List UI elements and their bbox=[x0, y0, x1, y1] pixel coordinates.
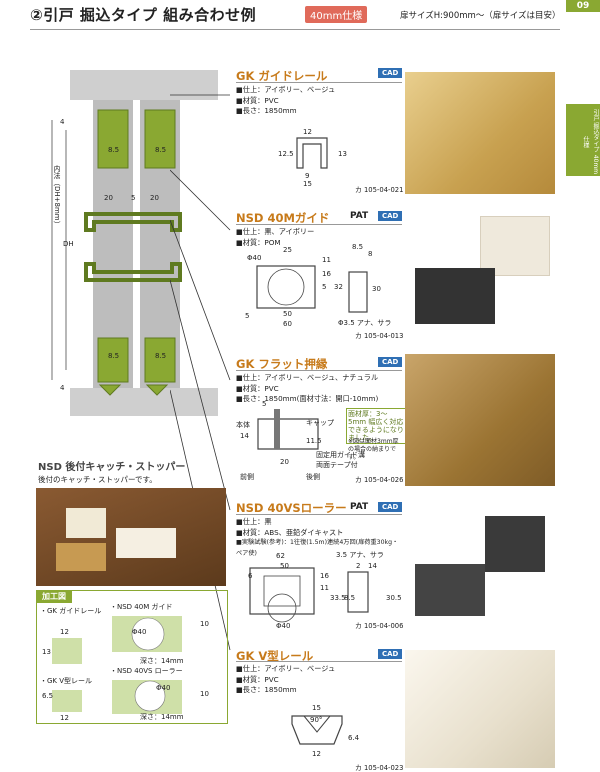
guide-top-right bbox=[144, 109, 176, 169]
pat-badge: PAT bbox=[350, 211, 369, 221]
product-title-gk-v-rail: GK V型レール bbox=[236, 649, 314, 663]
dim-4-top: 4 bbox=[60, 118, 65, 126]
leader-lines bbox=[170, 94, 231, 651]
catch-photo bbox=[36, 488, 226, 586]
dim-85-b: 8.5 bbox=[155, 146, 167, 154]
spec-list: ■仕上：アイボリー、ベージュ、ナチュラル■材質：PVC■長さ：1850mm(面材… bbox=[236, 373, 379, 403]
page-number: 09 bbox=[566, 0, 600, 12]
side-tab[interactable]: 引戸 掘込タイプ 40mm仕様 bbox=[566, 104, 600, 176]
guide-top-left bbox=[97, 109, 129, 169]
bottom-frame bbox=[70, 388, 218, 416]
part-number: カ 105-04-023 bbox=[355, 764, 404, 772]
dim-dh: DH bbox=[63, 240, 74, 248]
catch-title: NSD 後付キャッチ・ストッパー bbox=[38, 462, 186, 473]
dim-5: 5 bbox=[131, 194, 136, 202]
v-rail-left bbox=[98, 384, 122, 396]
cad-badge[interactable]: CAD bbox=[378, 649, 403, 659]
size-note: 扉サイズH:900mm～（扉サイズは目安） bbox=[400, 11, 561, 21]
drawing-note: ※図は面材3mm厚の場合の納まりです。 bbox=[348, 438, 399, 461]
product-photo-nsd-40vs-roller bbox=[405, 502, 555, 632]
spec-list: ■仕上：アイボリー、ベージュ■材質：PVC■長さ：1850mm bbox=[236, 664, 336, 694]
header-rule bbox=[30, 29, 560, 30]
gk-flat-bead-drawing bbox=[257, 409, 319, 450]
part-number: カ 105-04-013 bbox=[355, 332, 404, 340]
cad-badge[interactable]: CAD bbox=[378, 68, 403, 78]
nsd-40m-drawing bbox=[256, 265, 368, 313]
dim-4-bottom: 4 bbox=[60, 384, 65, 392]
gk-guide-drawing bbox=[296, 137, 328, 169]
part-number: カ 105-04-006 bbox=[355, 622, 404, 630]
dim-20-a: 20 bbox=[104, 194, 113, 202]
assembly-diagram bbox=[51, 70, 218, 416]
dim-20-b: 20 bbox=[150, 194, 159, 202]
product-photo-gk-guide-rail bbox=[405, 72, 555, 194]
processing-drawings-title: 加工図 bbox=[36, 590, 72, 603]
product-photo-gk-flat-bead bbox=[405, 354, 555, 486]
product-title-nsd-40vs-roller: NSD 40VSローラー bbox=[236, 501, 347, 515]
gk-v-rail-drawing bbox=[291, 715, 343, 745]
cad-badge[interactable]: CAD bbox=[378, 357, 403, 367]
spec-list: ■仕上：黒、アイボリー■材質：POM bbox=[236, 227, 315, 247]
product-title-gk-flat-bead: GK フラット押縁 bbox=[236, 357, 328, 371]
dim-85-d: 8.5 bbox=[155, 352, 167, 360]
part-number: カ 105-04-026 bbox=[355, 476, 404, 484]
product-photo-gk-v-rail bbox=[405, 650, 555, 768]
spec-list: ■仕上：黒■材質：ABS、亜鉛ダイキャスト■実験試験(参考)：1往復(1.5m)… bbox=[236, 517, 399, 557]
part-number: カ 105-04-021 bbox=[355, 186, 404, 194]
processing-drawings-box bbox=[36, 590, 228, 724]
product-photo-nsd-40m-guide bbox=[405, 208, 555, 338]
flat-bead-top bbox=[84, 212, 182, 232]
dim-85-c: 8.5 bbox=[108, 352, 120, 360]
v-rail-right bbox=[145, 384, 169, 396]
page-title: ②引戸 掘込タイプ 組み合わせ例 bbox=[30, 6, 257, 24]
roller-left bbox=[97, 337, 129, 383]
product-title-gk-guide-rail: GK ガイドレール bbox=[236, 69, 328, 83]
dim-85-a: 8.5 bbox=[108, 146, 120, 154]
cad-badge[interactable]: CAD bbox=[378, 502, 403, 512]
catch-desc: 後付のキャッチ・ストッパーです。 bbox=[38, 475, 157, 484]
roller-right bbox=[144, 337, 176, 383]
nsd-40vs-drawing bbox=[249, 567, 369, 623]
product-title-nsd-40m-guide: NSD 40Mガイド bbox=[236, 211, 330, 225]
pat-badge: PAT bbox=[350, 502, 369, 512]
flat-bead-bottom bbox=[84, 262, 182, 282]
dim-inner: 内法（DH+8mm） bbox=[53, 165, 61, 228]
cad-badge[interactable]: CAD bbox=[378, 211, 403, 221]
spec-list: ■仕上：アイボリー、ベージュ■材質：PVC■長さ：1850mm bbox=[236, 85, 336, 115]
spec-badge: 40mm仕様 bbox=[305, 6, 368, 23]
